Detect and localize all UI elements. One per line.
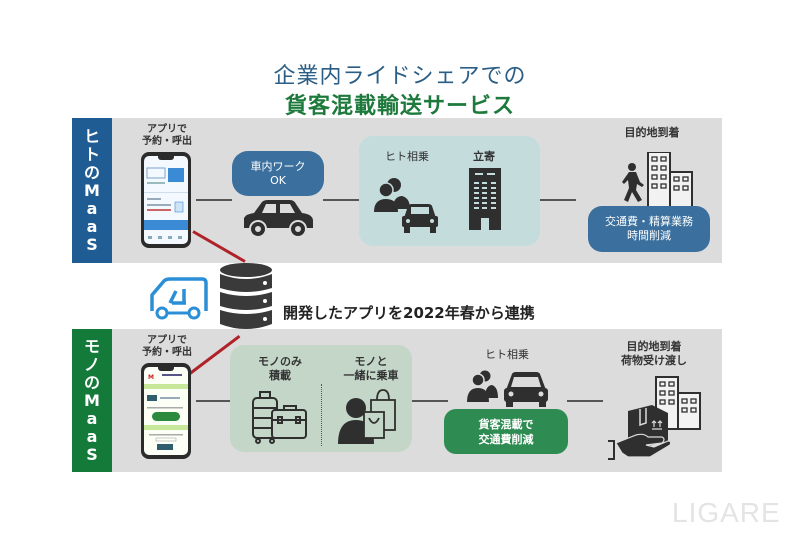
mono-phone-app-icon: M bbox=[141, 363, 191, 459]
delivery-van-icon bbox=[150, 277, 208, 320]
stopover-label: 立寄 bbox=[473, 150, 495, 163]
connector-line bbox=[567, 400, 603, 402]
connector-line bbox=[196, 199, 232, 201]
hito-app-label: アプリで 予約・呼出 bbox=[132, 124, 202, 148]
badge-line: 車内ワーク bbox=[250, 159, 306, 173]
title-line-1: 企業内ライドシェアでの bbox=[273, 64, 527, 89]
mono-app-label: アプリで 予約・呼出 bbox=[132, 335, 202, 359]
label-line: 一緒に乗車 bbox=[343, 369, 399, 382]
label-char: a bbox=[86, 408, 98, 428]
badge-line: 時間削減 bbox=[627, 229, 671, 242]
package-handover-office-icon bbox=[608, 376, 701, 460]
connector-line bbox=[323, 199, 360, 201]
hito-destination-label: 目的地到着 bbox=[624, 126, 680, 139]
person-shopping-bags-icon bbox=[338, 389, 396, 444]
label-line: モノと bbox=[354, 355, 388, 368]
label-char: ト bbox=[83, 144, 100, 164]
mono-rideshare-label: ヒト相乗 bbox=[485, 348, 529, 361]
svg-text:M: M bbox=[148, 374, 154, 381]
car-icon bbox=[244, 200, 313, 238]
label-line: 予約・呼出 bbox=[142, 136, 192, 147]
building-icon bbox=[469, 168, 501, 230]
goods-with-passenger-label: モノと 一緒に乗車 bbox=[336, 355, 406, 383]
label-char: a bbox=[86, 198, 98, 218]
label-char: の bbox=[83, 372, 100, 392]
label-line: 積載 bbox=[269, 369, 291, 382]
label-char: M bbox=[84, 390, 100, 410]
hito-phone-app-icon bbox=[141, 152, 191, 248]
connector-line bbox=[196, 400, 230, 402]
luggage-icon bbox=[252, 391, 307, 444]
label-char: S bbox=[86, 234, 98, 254]
title-line-2: 貨客混載輸送サービス bbox=[284, 94, 515, 119]
mono-destination-label: 目的地到着 荷物受け渡し bbox=[612, 340, 696, 368]
label-char: ヒ bbox=[83, 126, 100, 146]
label-line: 目的地到着 bbox=[626, 340, 682, 353]
hito-rideshare-label: ヒト相乗 bbox=[385, 150, 429, 163]
label-char: M bbox=[84, 180, 100, 200]
hito-maas-label: ヒ ト の M a a S bbox=[72, 118, 112, 263]
people-car-icon bbox=[374, 178, 438, 233]
label-char: a bbox=[86, 426, 98, 446]
ligare-watermark: LIGARE bbox=[672, 497, 781, 528]
label-line: 荷物受け渡し bbox=[621, 354, 687, 367]
label-char: ノ bbox=[83, 354, 100, 374]
freight-passenger-badge: 貨客混載で 交通費削減 bbox=[444, 409, 568, 454]
label-line: アプリで bbox=[147, 124, 187, 135]
panel-divider bbox=[321, 384, 322, 446]
people-car-icon bbox=[467, 370, 548, 407]
label-char: の bbox=[83, 162, 100, 182]
goods-only-label: モノのみ 積載 bbox=[245, 355, 315, 383]
label-line: モノのみ bbox=[258, 355, 302, 368]
cost-reduction-badge: 交通費・精算業務 時間削減 bbox=[588, 206, 710, 252]
connector-line bbox=[412, 400, 448, 402]
label-line: アプリで bbox=[147, 335, 187, 346]
badge-line: 貨客混載で bbox=[478, 417, 534, 431]
badge-line: 交通費・精算業務 bbox=[605, 215, 693, 228]
badge-line: 交通費削減 bbox=[478, 432, 534, 446]
integration-note: 開発したアプリを2022年春から連携 bbox=[283, 304, 535, 322]
connector-line bbox=[540, 199, 576, 201]
label-line: 予約・呼出 bbox=[142, 347, 192, 358]
mono-maas-label: モ ノ の M a a S bbox=[72, 329, 112, 472]
walking-person-office-icon bbox=[622, 152, 693, 210]
work-ok-badge: 車内ワーク OK bbox=[232, 151, 324, 196]
label-char: a bbox=[86, 216, 98, 236]
badge-line: OK bbox=[270, 173, 286, 187]
database-icon bbox=[220, 263, 272, 329]
label-char: S bbox=[86, 444, 98, 464]
label-char: モ bbox=[83, 336, 100, 356]
